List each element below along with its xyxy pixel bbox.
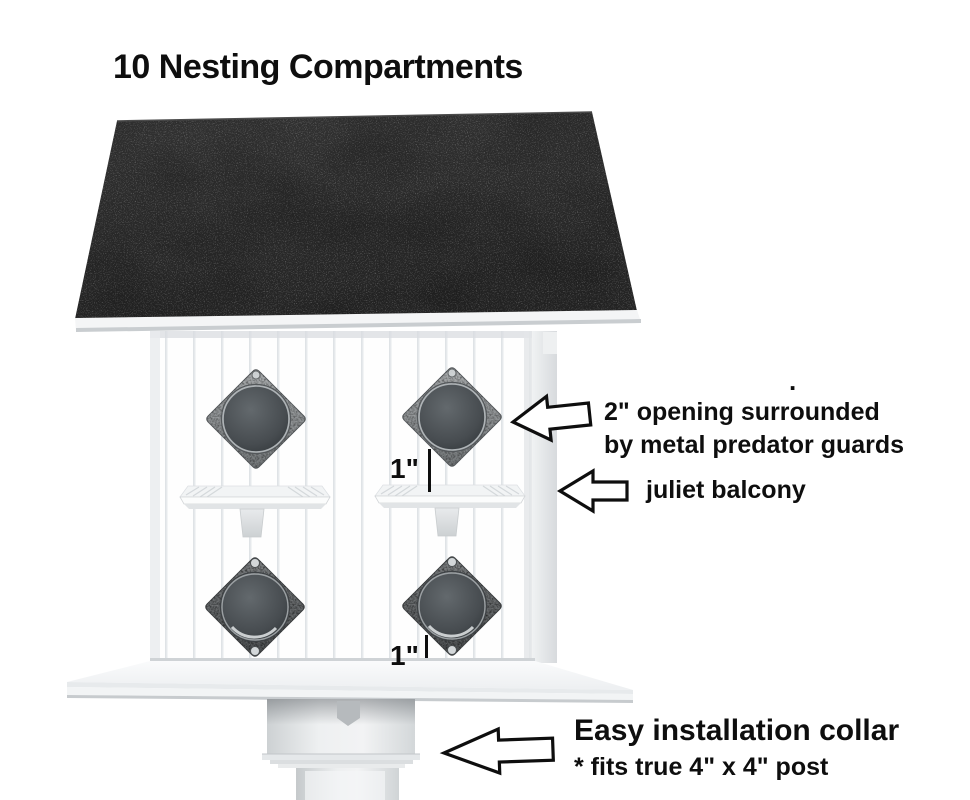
page-title: 10 Nesting Compartments [113, 48, 523, 86]
mounting-collar [262, 699, 420, 768]
base-deck [67, 658, 633, 703]
house-side-wall [532, 331, 557, 663]
arrow-collar-icon [439, 726, 555, 776]
measure-line-top [428, 449, 431, 492]
annotation-balcony: juliet balcony [646, 476, 806, 504]
annotation-opening: 2" opening surrounded by metal predator … [604, 396, 904, 462]
arrow-opening-icon [509, 393, 593, 443]
stray-period: . [789, 366, 797, 396]
measure-label-bottom: 1" [390, 640, 419, 671]
arrow-balcony-icon [556, 468, 629, 514]
mounting-post [296, 768, 399, 800]
measure-label-top: 1" [390, 453, 419, 484]
measure-line-bottom [425, 635, 428, 672]
roof-fascia [75, 310, 641, 332]
corner-trim [543, 332, 557, 354]
annotation-collar: Easy installation collar [574, 714, 900, 747]
support-bracket [337, 701, 360, 726]
roof [75, 111, 637, 319]
annotation-opening-line1: 2" opening surrounded [604, 398, 880, 426]
annotation-opening-line2: by metal predator guards [604, 431, 905, 459]
annotation-collar-note: * fits true 4" x 4" post [574, 753, 829, 781]
